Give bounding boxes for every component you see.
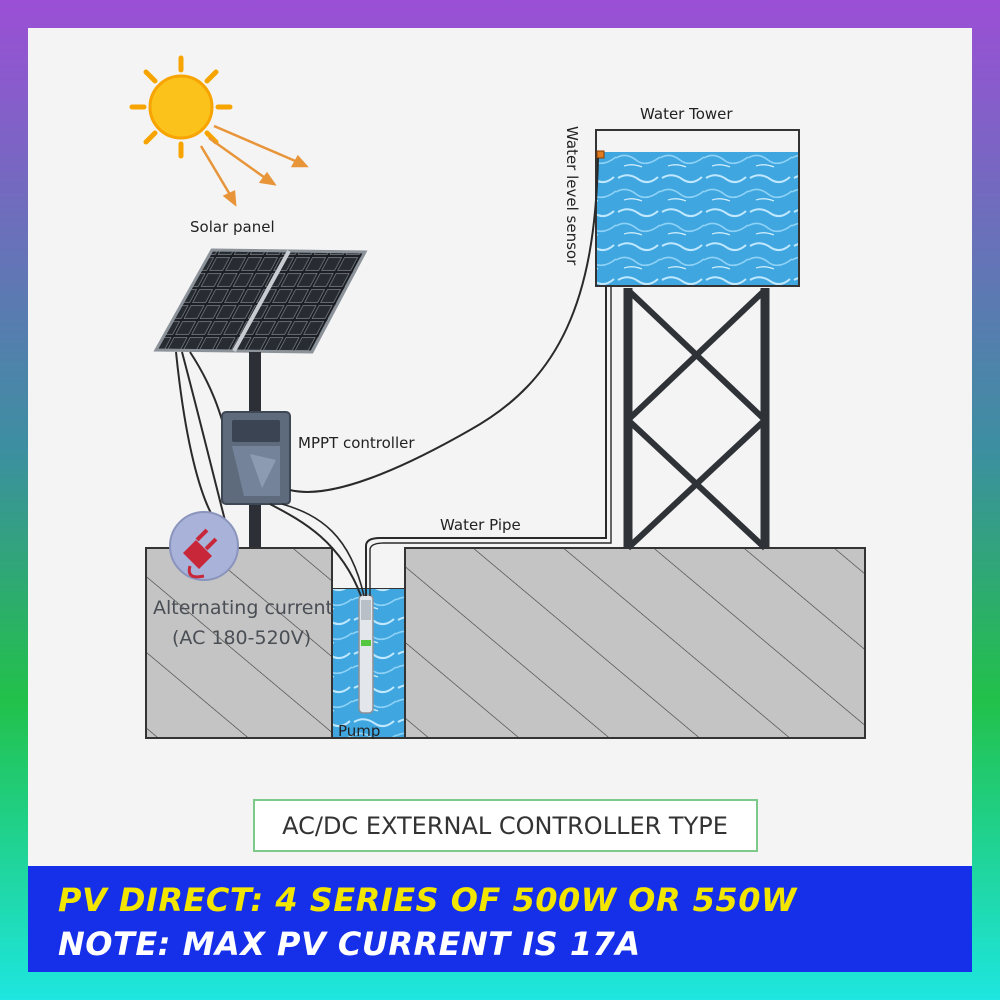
label-pump: Pump: [338, 722, 380, 740]
label-mppt-controller: MPPT controller: [298, 434, 415, 452]
caption-box: [253, 799, 758, 852]
info-banner: PV DIRECT: 4 SERIES OF 500W OR 550W NOTE…: [28, 866, 972, 972]
mppt-controller: [221, 411, 291, 505]
label-ac-line2: (AC 180-520V): [172, 627, 311, 649]
diagram-caption: AC/DC EXTERNAL CONTROLLER TYPE: [282, 812, 728, 840]
sun-ray-arrows: [199, 124, 309, 207]
label-water-pipe: Water Pipe: [440, 516, 521, 534]
label-solar-panel: Solar panel: [190, 218, 275, 236]
label-water-level-sensor: Water level sensor: [563, 126, 581, 266]
banner-line-note: NOTE: MAX PV CURRENT IS 17A: [58, 925, 641, 963]
ground: [145, 547, 866, 739]
sensor-cable: [289, 157, 599, 493]
solar-panel: [153, 248, 368, 354]
label-ac-line1: Alternating current: [153, 597, 333, 619]
banner-line-pv-direct: PV DIRECT: 4 SERIES OF 500W OR 550W: [58, 881, 797, 919]
sun-icon: [129, 55, 233, 159]
tower-bracing: [625, 287, 768, 551]
water-level-sensor: [596, 150, 605, 159]
label-water-tower: Water Tower: [640, 105, 733, 123]
pump: [358, 594, 374, 714]
water-pipe: [365, 286, 607, 596]
water-tower: [595, 129, 800, 551]
pump-cable: [269, 503, 362, 597]
power-plug-icon: [169, 511, 239, 581]
